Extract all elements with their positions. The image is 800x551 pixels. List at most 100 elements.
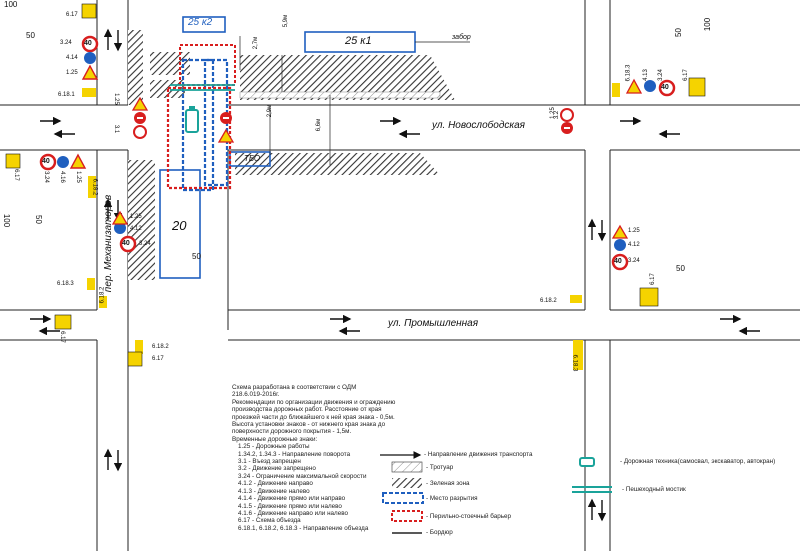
sign-label-617-tl: 6.17 [66,12,78,18]
sign-label-617-mr: 6.17 [649,273,656,285]
sign-label-617-bl: 6.17 [58,331,65,343]
notes-line: 1.34.2, 1.34.3 - Направление поворота [238,450,351,458]
sign-label-617-b: 6.17 [152,356,164,362]
legend-curb: - Бордюр [426,529,453,536]
speed-40-l: 40 [42,158,50,165]
sign-label-125-tl: 1.25 [66,70,78,76]
legend-green: - Зеленая зона [426,480,470,487]
sign-label-125-int: 1.25 [112,93,119,105]
sign-label-324-ml: 3.24 [139,241,151,247]
notes-line: 3.2 - Движение запрещено [238,465,316,473]
fence-label: забор [452,34,471,41]
notes-line: 4.1.5 - Движение прямо или налево [238,502,342,510]
notes-line: 6.18.1, 6.18.2, 6.18.3 - Направление объ… [238,524,369,532]
dim-66: 6,6м [316,118,323,132]
legend-sidewalk: - Тротуар [426,464,454,471]
distance-50-l: 50 [33,215,43,224]
notes-line: 3.1 - Въезд запрещен [238,458,301,466]
legend-traffic: - Направление движения транспорта [424,451,533,458]
sign-label-125-ml: 1.25 [130,214,142,220]
sign-group-bottom-left [54,314,143,367]
sign-label-324-tr: 3.24 [657,69,664,81]
sign-label-6183-tr: 6.18.3 [625,64,632,82]
building-25k1-label: 25 к1 [345,35,372,47]
sign-label-125-l: 1.25 [74,171,81,183]
sign-label-6182-b: 6.18.2 [152,344,169,350]
distance-50-tr: 50 [673,28,683,37]
speed-40-tr: 40 [661,84,669,91]
sidewalks [239,91,441,99]
legend-barrier: - Перильно-стоечный барьер [426,513,511,520]
sign-label-32-r: 3.2 [554,110,561,120]
dimension-lines [239,36,331,165]
distance-100-tr: 100 [703,17,713,32]
notes-line: поверхности дорожного покрытия - 1,5м. [232,428,352,436]
street-promyshlennaya: ул. Промышленная [388,318,479,329]
legend-symbols [380,451,612,534]
building-25k2-label: 25 к2 [188,17,213,28]
sign-label-125-mr: 1.25 [628,228,640,234]
notes-line: проезжей части до ближайшего к ней края … [232,413,395,421]
tbo-label: ТБО [244,154,261,163]
legend-dig: - Место разрытия [426,495,478,502]
notes-line: Высота установки знаков - от нижнего кра… [232,421,386,429]
building-20-label: 20 [172,218,187,233]
building-20 [159,169,201,279]
notes-line: производства дорожных работ. Расстояние … [232,406,382,414]
sign-label-412-mr: 4.12 [628,242,640,248]
sign-label-412-ml: 4.12 [130,226,142,232]
dim-59: 5,9м [283,14,290,28]
sign-label-6183-bl: 6.18.3 [57,281,74,287]
notes-line: Рекомендации по организации движения и о… [232,398,396,406]
dim-29: 2,9м [267,104,274,118]
sign-label-6182-mr: 6.18.2 [540,298,557,304]
speed-40-tl: 40 [84,40,92,47]
sign-label-31-int: 3.1 [113,124,120,134]
sign-group-left [5,153,96,198]
notes-line: Временные дорожные знаки: [232,435,318,443]
dim-27: 2,7м [253,36,260,50]
sign-label-6182-bl: 6.18.2 [99,286,106,304]
distance-50-ml: 50 [192,252,201,261]
sign-group-top-right [560,77,706,134]
sign-label-617-l: 6.17 [12,169,19,181]
sign-label-6182-l: 6.18.2 [91,178,98,196]
legend-bridge: - Пешеходный мостик [622,486,686,493]
legend-machine: - Дорожная техника(самосвал, экскаватор,… [620,458,776,465]
distance-50-mr: 50 [676,264,685,273]
sign-group-top-left [81,3,99,97]
sign-group-intersection-left [87,96,235,308]
notes-line: 4.1.6 - Движение направо или налево [238,509,348,517]
notes-line: 218.6.019-2016г. [232,391,280,399]
building-25k2 [182,16,226,33]
sign-label-413-tr: 4.13 [642,69,649,81]
notes-line: Схема разработана в соответствии с ОДМ [232,384,357,391]
speed-40-ml: 40 [122,240,130,247]
notes-line: 6.17 - Схема объезда [238,517,301,525]
sign-label-6181-tl: 6.18.1 [58,92,75,98]
street-novoslobodskaya: ул. Новослободская [432,120,525,131]
sign-label-324-l: 3.24 [42,171,49,183]
street-mekhanizatorov: пер. Механизаторов [103,194,115,293]
traffic-arrows [30,28,760,522]
green-zones [128,30,455,280]
speed-40-mr: 40 [614,258,622,265]
sign-label-416-l: 4.16 [58,171,65,183]
notes-line: 4.1.2 - Движение направо [238,480,313,488]
sign-label-617-tr: 6.17 [682,69,689,81]
notes-line: 3.24 - Ограничение максимальной скорости [238,472,367,480]
notes-line: 4.1.3 - Движение налево [238,487,310,495]
distance-100-tl: 100 [4,0,18,9]
sign-label-324-mr: 3.24 [628,258,640,264]
notes-line: 4.1.4 - Движение прямо или направо [238,495,346,503]
sign-group-right [570,224,659,370]
distance-100-l: 100 [2,213,12,228]
sign-label-6183-br: 6.18.3 [571,354,578,372]
sign-label-324-tl: 3.24 [60,40,72,46]
distance-50-tl: 50 [26,31,35,40]
sign-label-414-tl: 4.14 [66,55,78,61]
notes-line: 1.25 - Дорожные работы [238,443,310,451]
